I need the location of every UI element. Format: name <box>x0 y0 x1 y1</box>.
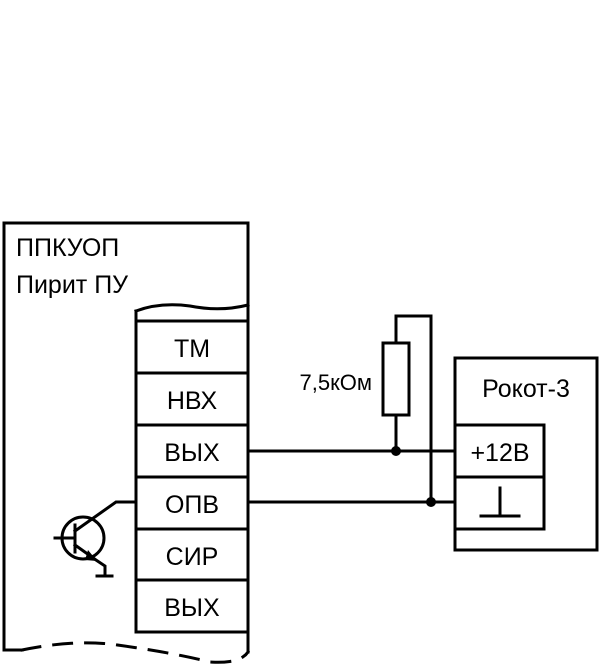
terminal-vykh2-label: ВЫХ <box>164 594 220 622</box>
ppkuop-device: ППКУОП Пирит ПУ ТМ НВХ ВЫХ ОПВ СИР ВЫХ <box>2 221 251 664</box>
rokot-outline <box>453 356 599 552</box>
resistor-body <box>381 341 411 417</box>
terminal-plus12v-label: +12В <box>470 439 529 467</box>
junction-dot <box>426 497 436 507</box>
transistor-collector-lead <box>72 500 138 534</box>
terminal-block: ТМ НВХ ВЫХ ОПВ СИР ВЫХ <box>134 303 250 634</box>
emitter-arrow-icon <box>85 550 97 561</box>
rokot-device: Рокот-3 +12В <box>453 356 599 552</box>
wire-resistor-top-loop <box>394 314 433 504</box>
terminal-vykh-label: ВЫХ <box>164 439 220 467</box>
npn-transistor-icon <box>53 500 138 578</box>
terminal-block-outline <box>134 309 250 634</box>
ppkuop-outline <box>2 221 250 654</box>
terminal-opv-label: ОПВ <box>165 491 219 519</box>
rokot-title: Рокот-3 <box>482 375 570 403</box>
resistor-value-label: 7,5кОм <box>300 370 372 395</box>
terminal-sir-label: СИР <box>166 543 219 571</box>
resistor: 7,5кОм <box>300 341 411 417</box>
ground-symbol-icon <box>479 486 521 518</box>
wires <box>246 314 457 507</box>
device-title-line1: ППКУОП <box>16 234 119 262</box>
terminal-block-break-edge <box>134 303 250 313</box>
device-title-line2: Пирит ПУ <box>16 271 128 299</box>
break-line-dashed <box>20 641 251 664</box>
terminal-tm-label: ТМ <box>174 335 210 363</box>
terminal-nvkh-label: НВХ <box>167 387 218 415</box>
junction-dot <box>391 446 401 456</box>
transistor-emitter-lead <box>72 542 107 578</box>
